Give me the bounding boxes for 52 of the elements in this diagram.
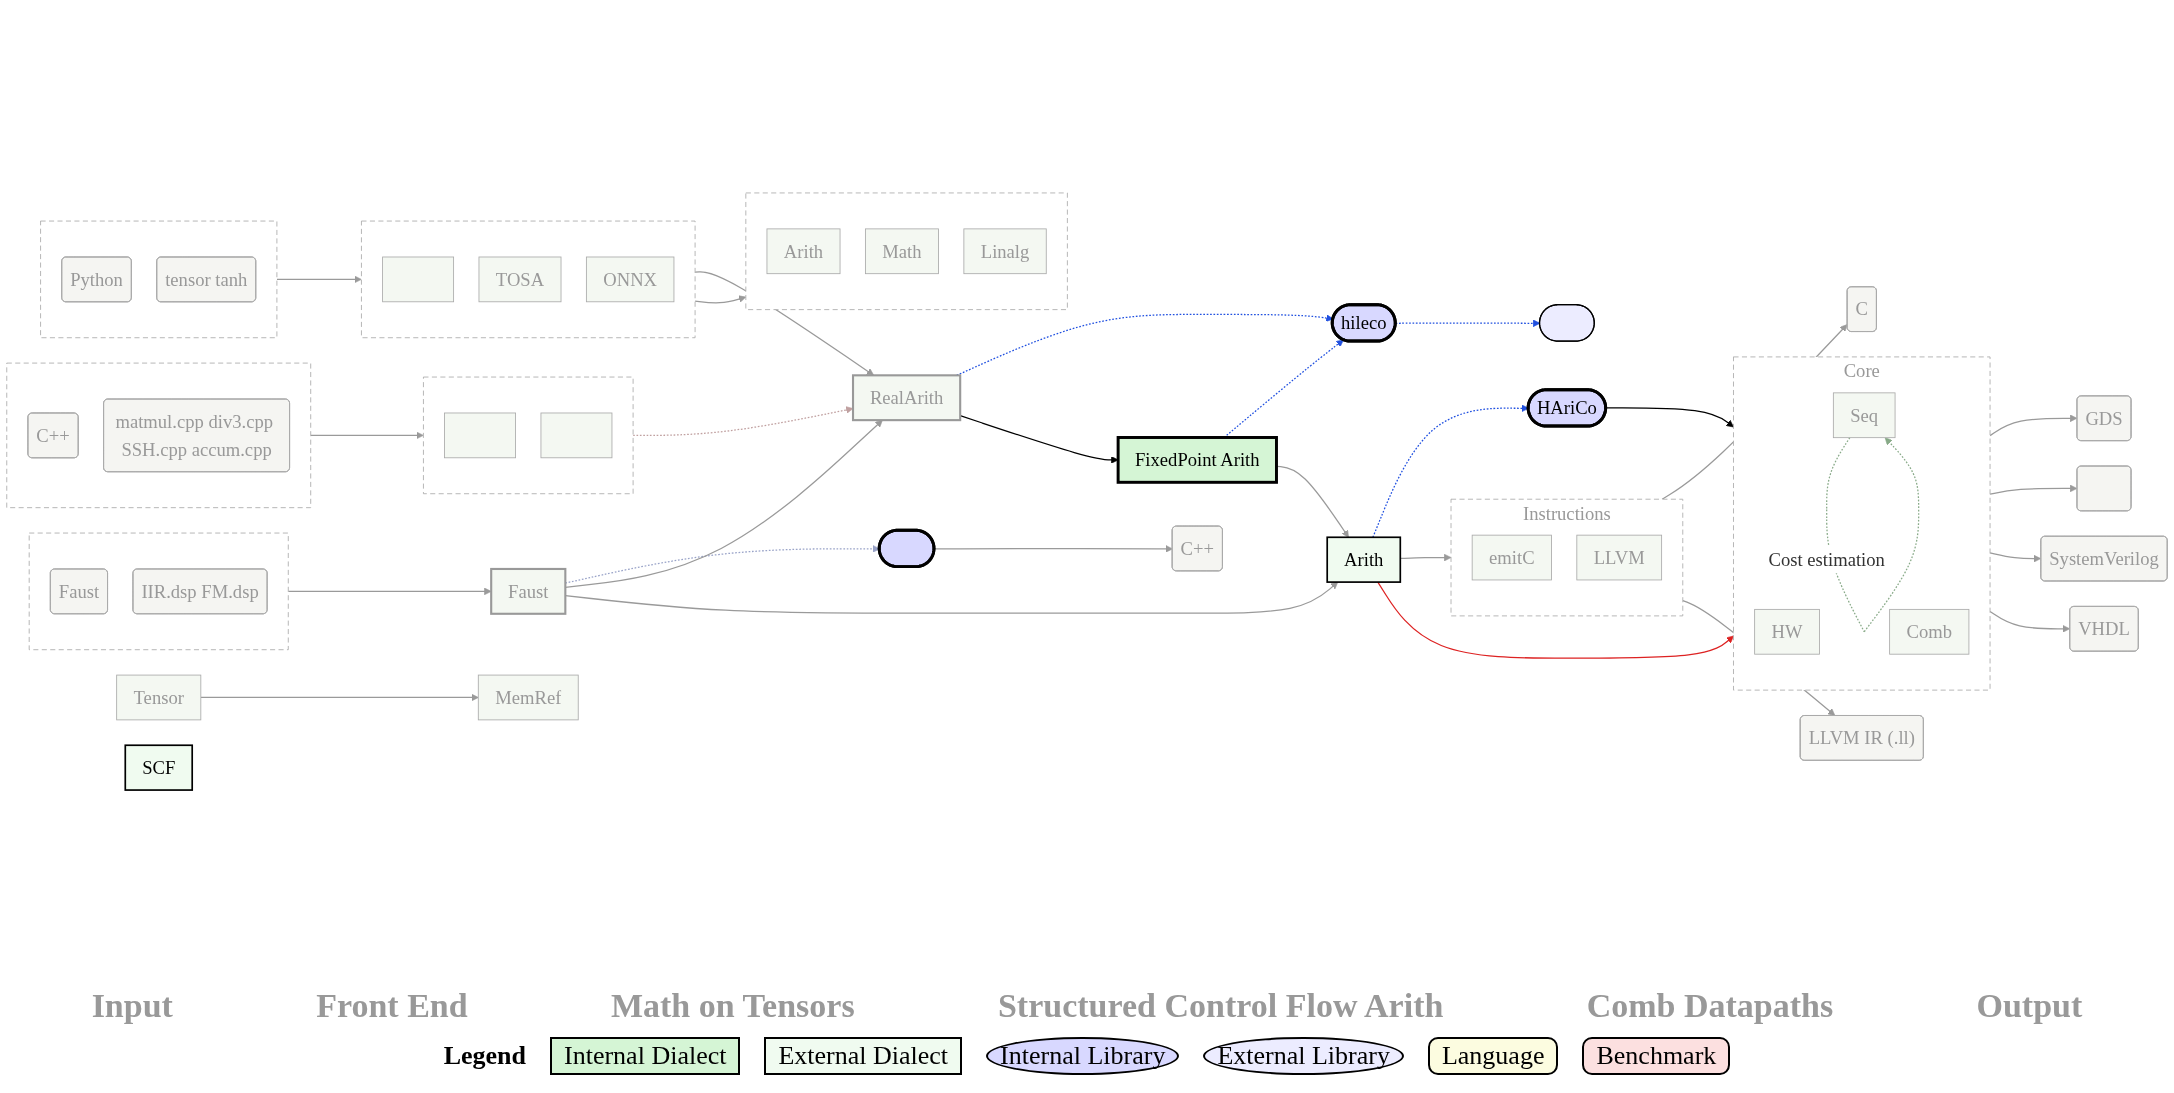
node-box: Arith xyxy=(766,228,841,275)
cluster xyxy=(745,192,1068,311)
node-box: MemRef xyxy=(477,674,579,721)
legend-swatch: Benchmark xyxy=(1582,1037,1731,1075)
node-box: LLVM xyxy=(1576,534,1663,581)
cluster xyxy=(40,220,278,339)
arrow xyxy=(694,295,747,304)
node-box: SCF xyxy=(124,744,194,791)
node-box: HW xyxy=(1754,608,1820,655)
column-heading: Math on Tensors xyxy=(610,987,855,1025)
arrow xyxy=(1989,484,2078,495)
node-box: Tensor xyxy=(116,674,202,721)
legend-swatch: Internal Library xyxy=(986,1037,1180,1075)
legend-swatch: External Library xyxy=(1203,1037,1404,1075)
node-box: Math xyxy=(865,228,939,275)
legend-swatch: Internal Dialect xyxy=(550,1037,741,1075)
cluster xyxy=(423,376,634,495)
node-box: ONNX xyxy=(585,256,675,303)
node-box: Seq xyxy=(1832,392,1896,439)
column-heading: Comb Datapaths xyxy=(1586,987,1834,1025)
arrow xyxy=(276,275,362,284)
cluster xyxy=(361,220,696,339)
node-box: RealArith xyxy=(851,374,962,422)
node-box: FixedPoint Arith xyxy=(1116,436,1278,484)
node-box: Comb xyxy=(1889,608,1970,655)
node-box: Arith xyxy=(1326,536,1402,583)
edge-label: Cost estimation xyxy=(1768,548,1885,571)
cluster xyxy=(28,532,289,651)
arrow xyxy=(1377,581,1734,659)
arrow xyxy=(1605,407,1734,428)
arrow xyxy=(1989,414,2078,437)
column-heading: Input xyxy=(91,987,173,1025)
legend-swatch: Language xyxy=(1427,1037,1559,1075)
arrow xyxy=(933,545,1173,553)
arrow xyxy=(310,431,424,440)
legend-swatch: External Dialect xyxy=(764,1037,963,1075)
arrow xyxy=(287,587,492,596)
node-box xyxy=(382,256,455,303)
legend-title: Legend xyxy=(443,1041,527,1071)
cluster xyxy=(6,362,312,509)
node-box: Faust xyxy=(490,567,567,615)
node-box: emitC xyxy=(1471,534,1552,581)
column-heading: Output xyxy=(1976,987,2083,1025)
column-heading: Front End xyxy=(316,987,468,1025)
column-heading: Structured Control Flow Arith xyxy=(997,987,1444,1025)
node-box xyxy=(540,412,613,459)
arrow xyxy=(1989,610,2071,633)
arrow xyxy=(200,693,479,702)
node-box xyxy=(444,412,516,459)
node-box: Linalg xyxy=(963,228,1047,275)
node-box: TOSA xyxy=(478,256,562,303)
arrow xyxy=(1989,552,2042,563)
